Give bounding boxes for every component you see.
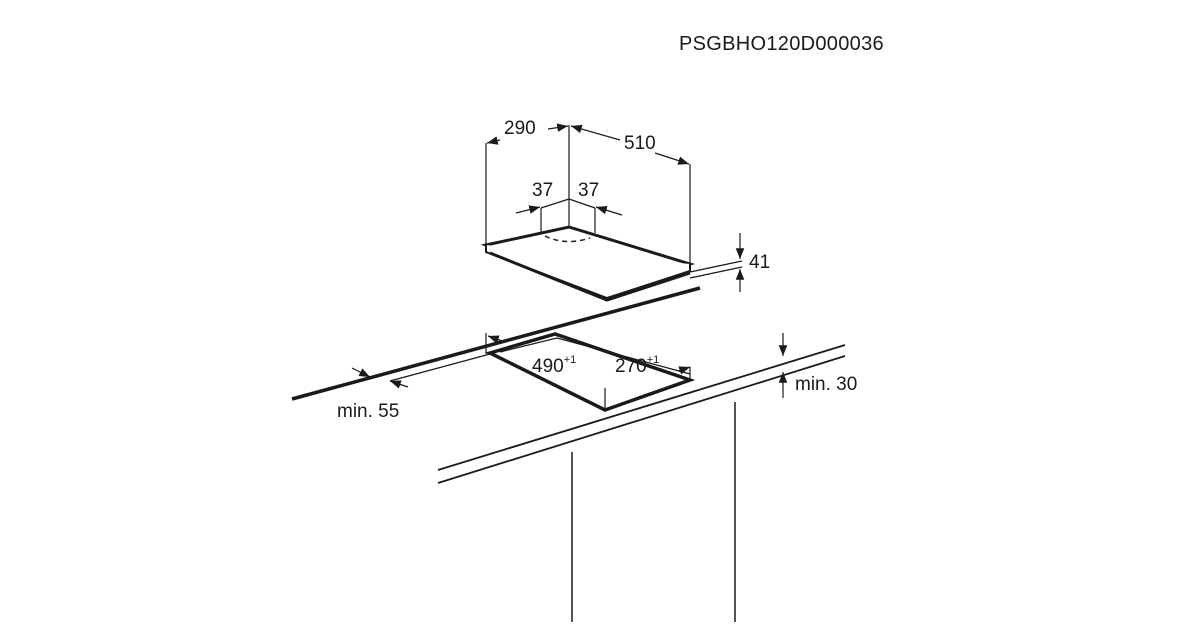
offset-right-label: 37 [578, 180, 600, 201]
cutout-depth-value: 270 [615, 356, 647, 377]
cutout-depth-tolerance: +1 [646, 354, 660, 366]
hob-outline [480, 225, 696, 302]
cutout-width-value: 490 [532, 356, 564, 377]
offset-left-label: 37 [532, 180, 554, 201]
width-label: 510 [624, 133, 656, 154]
cutout-depth-label: 270+1 [615, 354, 660, 377]
min-thickness-label: min. 30 [795, 374, 858, 395]
height-label: 41 [749, 252, 771, 273]
cutout-width-tolerance: +1 [563, 354, 577, 366]
depth-label: 290 [504, 118, 536, 139]
cutout-width-label: 490+1 [532, 354, 577, 377]
worktop [291, 286, 846, 622]
min-front-label: min. 55 [337, 401, 400, 422]
product-code: PSGBHO120D000036 [679, 33, 884, 55]
extension-lines [485, 125, 743, 279]
